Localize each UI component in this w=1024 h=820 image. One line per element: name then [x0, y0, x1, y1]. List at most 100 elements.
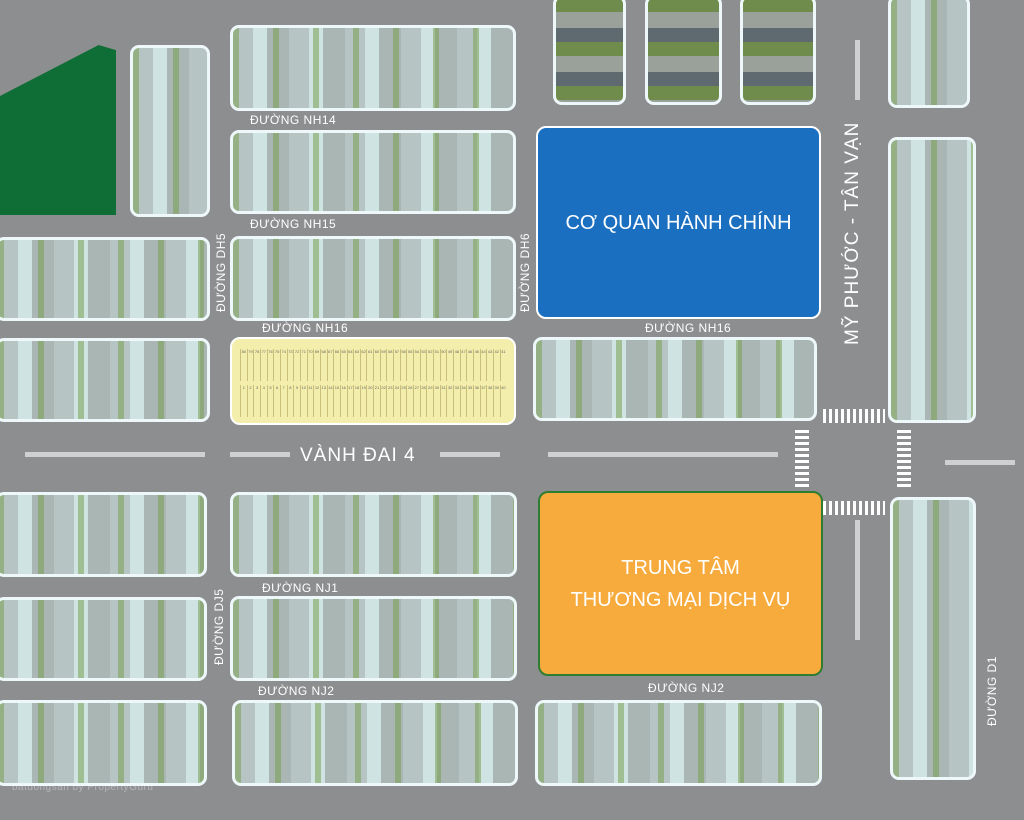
lot[interactable]: 35	[466, 385, 473, 417]
lot[interactable]: 77	[259, 349, 267, 381]
lot[interactable]: 36	[472, 385, 480, 417]
lot[interactable]: 19	[359, 385, 367, 417]
lot[interactable]: 65	[339, 349, 347, 381]
lane-marking	[440, 452, 500, 457]
lot[interactable]: 21	[373, 385, 380, 417]
lot[interactable]: 28	[419, 385, 427, 417]
lot[interactable]: 75	[273, 349, 280, 381]
lot[interactable]: 47	[459, 349, 467, 381]
lot[interactable]: 51	[433, 349, 440, 381]
lot[interactable]: 29	[426, 385, 433, 417]
lot[interactable]: 43	[486, 349, 493, 381]
lot[interactable]: 78	[253, 349, 260, 381]
lot[interactable]: 52	[426, 349, 433, 381]
lot[interactable]: 58	[386, 349, 393, 381]
lot[interactable]: 45	[472, 349, 480, 381]
lot[interactable]: 8	[286, 385, 294, 417]
lot[interactable]: 22	[379, 385, 387, 417]
lot[interactable]: 46	[466, 349, 473, 381]
lot[interactable]: 55	[406, 349, 413, 381]
lot[interactable]: 4	[259, 385, 267, 417]
lot[interactable]: 59	[379, 349, 387, 381]
lot[interactable]: 7	[279, 385, 287, 417]
lot[interactable]: 23	[386, 385, 393, 417]
lot[interactable]: 73	[286, 349, 294, 381]
lot[interactable]: 40	[499, 385, 507, 417]
lot[interactable]: 17	[346, 385, 354, 417]
lot[interactable]: 39	[492, 385, 500, 417]
lane-marking	[945, 460, 1015, 465]
lot[interactable]: 3	[253, 385, 260, 417]
lot[interactable]: 24	[393, 385, 400, 417]
lot[interactable]: 25	[399, 385, 407, 417]
road-label-nj2: ĐƯỜNG NJ2	[258, 684, 335, 698]
lot[interactable]: 72	[293, 349, 300, 381]
crosswalk	[897, 430, 911, 490]
lot[interactable]: 10	[299, 385, 307, 417]
road-label-dh5: ĐƯỜNG DH5	[214, 232, 228, 312]
block	[888, 0, 970, 108]
lot[interactable]: 69	[313, 349, 320, 381]
lot[interactable]: 5	[266, 385, 274, 417]
lot[interactable]: 44	[479, 349, 487, 381]
lot[interactable]: 70	[306, 349, 314, 381]
lot[interactable]: 15	[333, 385, 340, 417]
lot[interactable]: 54	[413, 349, 420, 381]
lot[interactable]: 12	[313, 385, 320, 417]
lot[interactable]: 1	[240, 385, 247, 417]
block	[533, 337, 817, 421]
block	[230, 492, 517, 577]
lot[interactable]: 63	[353, 349, 360, 381]
lot[interactable]: 53	[419, 349, 427, 381]
block	[232, 700, 518, 786]
crosswalk	[795, 430, 809, 490]
admin-zone: CƠ QUAN HÀNH CHÍNH	[536, 126, 821, 319]
lot[interactable]: 67	[326, 349, 334, 381]
block	[888, 137, 976, 423]
lot[interactable]: 26	[406, 385, 413, 417]
lot[interactable]: 66	[333, 349, 340, 381]
lot[interactable]: 37	[479, 385, 487, 417]
road-label-nj1: ĐƯỜNG NJ1	[262, 581, 339, 595]
lot[interactable]: 50	[439, 349, 447, 381]
lot[interactable]: 49	[446, 349, 453, 381]
lot[interactable]: 64	[346, 349, 354, 381]
lot[interactable]: 56	[399, 349, 407, 381]
lot[interactable]: 48	[453, 349, 460, 381]
lot[interactable]: 11	[306, 385, 314, 417]
block	[230, 130, 516, 214]
lot[interactable]: 60	[373, 349, 380, 381]
lot[interactable]: 6	[273, 385, 280, 417]
lot[interactable]: 32	[446, 385, 453, 417]
lane-marking	[855, 40, 860, 100]
lot[interactable]: 68	[319, 349, 327, 381]
lot[interactable]: 33	[453, 385, 460, 417]
lot[interactable]: 79	[246, 349, 254, 381]
lot[interactable]: 14	[326, 385, 334, 417]
lot[interactable]: 9	[293, 385, 300, 417]
lot[interactable]: 18	[353, 385, 360, 417]
lot[interactable]: 27	[413, 385, 420, 417]
lot[interactable]: 42	[492, 349, 500, 381]
lot[interactable]: 2	[246, 385, 254, 417]
lot[interactable]: 57	[393, 349, 400, 381]
lot[interactable]: 62	[359, 349, 367, 381]
lane-marking	[855, 520, 860, 640]
lot[interactable]: 20	[366, 385, 373, 417]
block	[230, 596, 517, 681]
lot[interactable]: 74	[279, 349, 287, 381]
lot[interactable]: 13	[319, 385, 327, 417]
lot[interactable]: 34	[459, 385, 467, 417]
lot[interactable]: 71	[299, 349, 307, 381]
block	[0, 237, 210, 321]
lot[interactable]: 61	[366, 349, 373, 381]
block	[230, 25, 516, 111]
lot[interactable]: 30	[433, 385, 440, 417]
lot[interactable]: 41	[499, 349, 507, 381]
lot[interactable]: 76	[266, 349, 274, 381]
lot[interactable]: 38	[486, 385, 493, 417]
lot[interactable]: 16	[339, 385, 347, 417]
lot[interactable]: 31	[439, 385, 447, 417]
lot[interactable]: 80	[240, 349, 247, 381]
